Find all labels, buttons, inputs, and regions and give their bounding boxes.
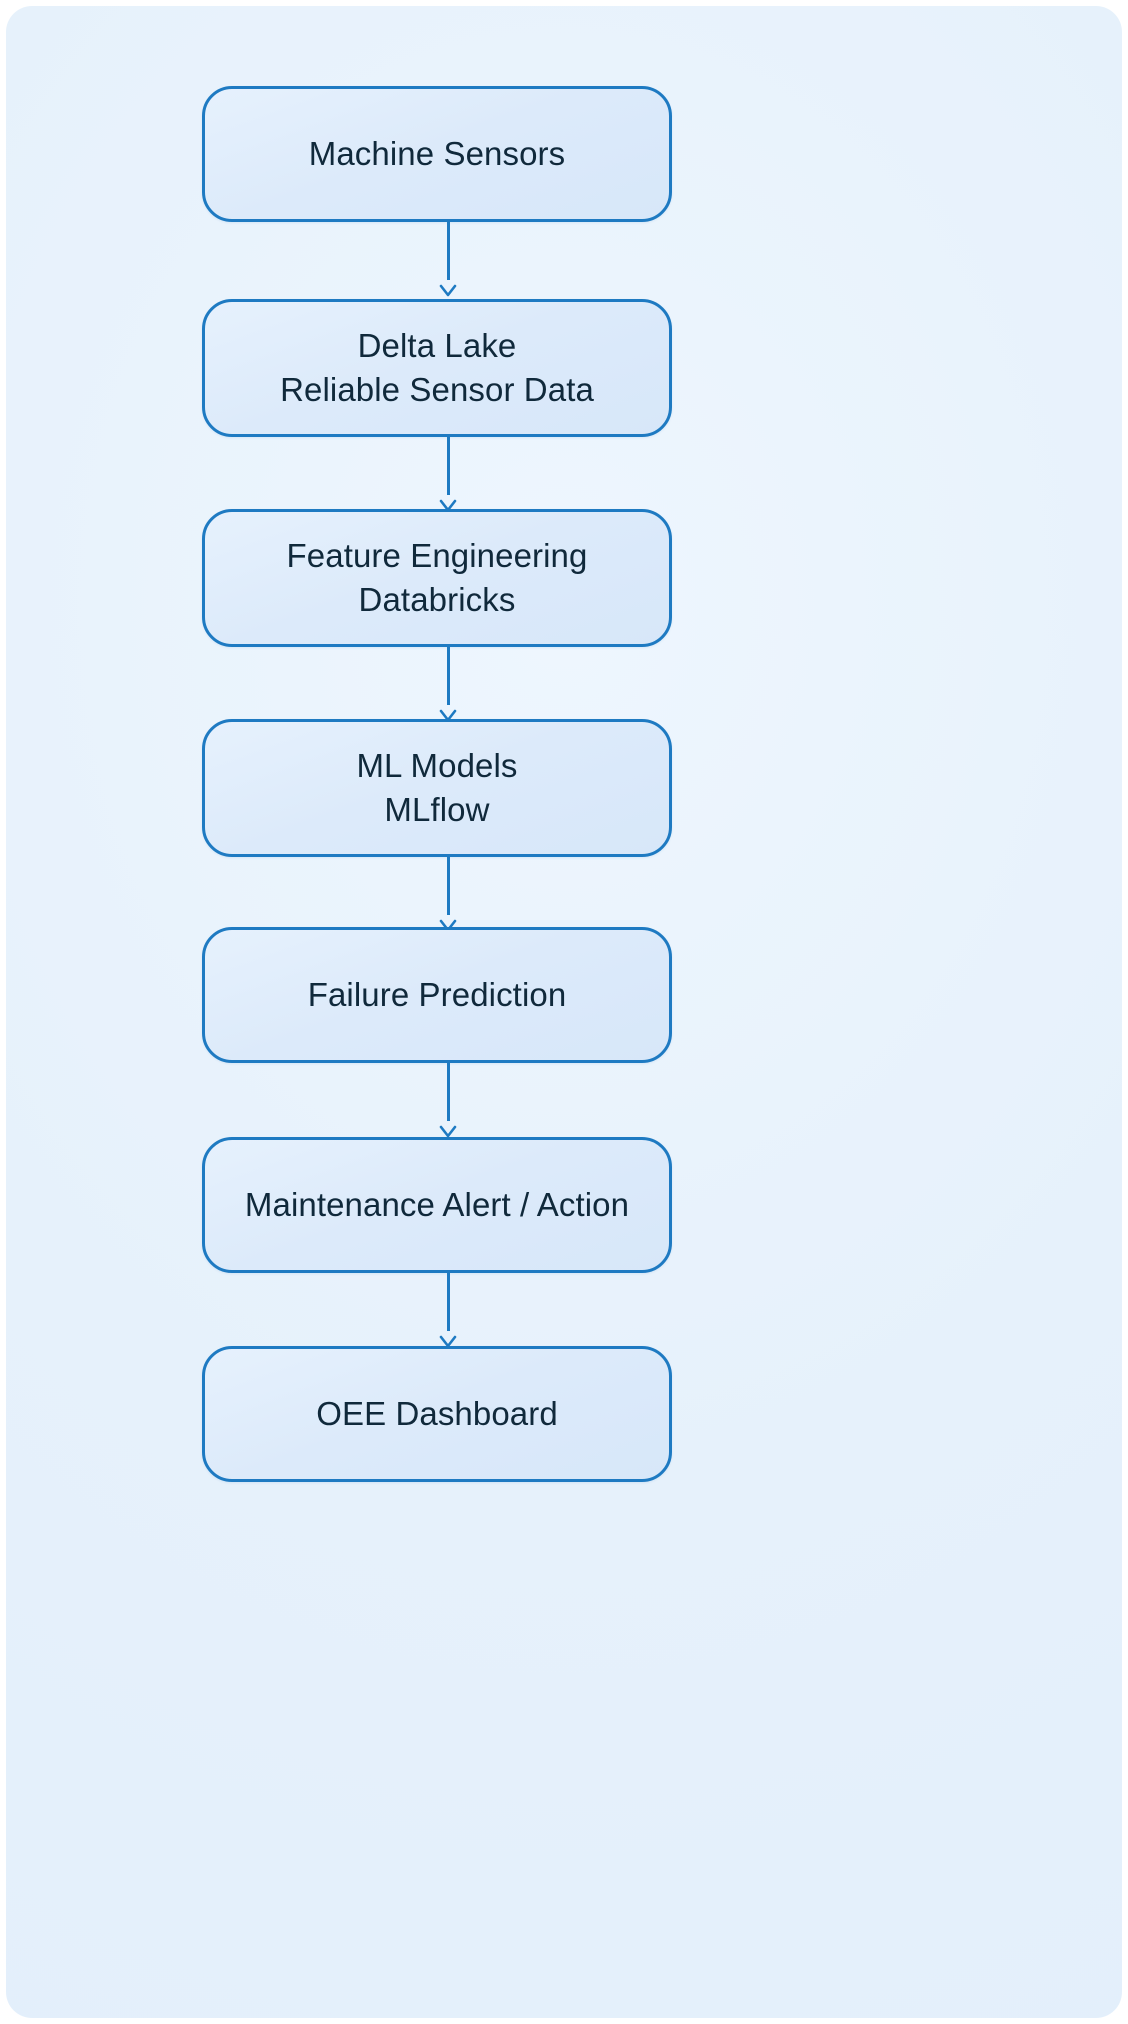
- flow-edge-6: [436, 1273, 460, 1353]
- flow-node-sublabel: MLflow: [384, 791, 490, 828]
- flow-node-feature-engineering[interactable]: Feature Engineering Databricks: [202, 509, 672, 647]
- flow-node-label: Failure Prediction: [307, 976, 567, 1013]
- flow-node-sublabel: Databricks: [358, 581, 516, 618]
- flow-node-label: OEE Dashboard: [316, 1395, 558, 1432]
- flow-node-label: Maintenance Alert / Action: [244, 1186, 630, 1223]
- flowchart-flow: Machine Sensors Delta Lake Reliable Sens…: [6, 6, 1122, 2018]
- flow-edge-4: [436, 857, 460, 937]
- flow-node-maintenance-alert[interactable]: Maintenance Alert / Action: [202, 1137, 672, 1273]
- flow-edge-5: [436, 1063, 460, 1143]
- flow-node-label: ML Models: [356, 747, 518, 784]
- diagram-panel: Machine Sensors Delta Lake Reliable Sens…: [6, 6, 1122, 2018]
- flow-node-oee-dashboard[interactable]: OEE Dashboard: [202, 1346, 672, 1482]
- flow-edge-2: [436, 437, 460, 517]
- flow-node-ml-models[interactable]: ML Models MLflow: [202, 719, 672, 857]
- flow-node-label: Feature Engineering: [286, 537, 588, 574]
- flow-node-label: Delta Lake: [357, 327, 517, 364]
- flow-edge-3: [436, 647, 460, 727]
- flow-node-machine-sensors[interactable]: Machine Sensors: [202, 86, 672, 222]
- flow-node-sublabel: Reliable Sensor Data: [280, 371, 594, 408]
- arrow-down-icon: [436, 1117, 460, 1141]
- flow-edge-1: [436, 222, 460, 302]
- flow-node-label: Machine Sensors: [308, 135, 566, 172]
- flow-node-failure-prediction[interactable]: Failure Prediction: [202, 927, 672, 1063]
- flow-node-delta-lake[interactable]: Delta Lake Reliable Sensor Data: [202, 299, 672, 437]
- arrow-down-icon: [436, 276, 460, 300]
